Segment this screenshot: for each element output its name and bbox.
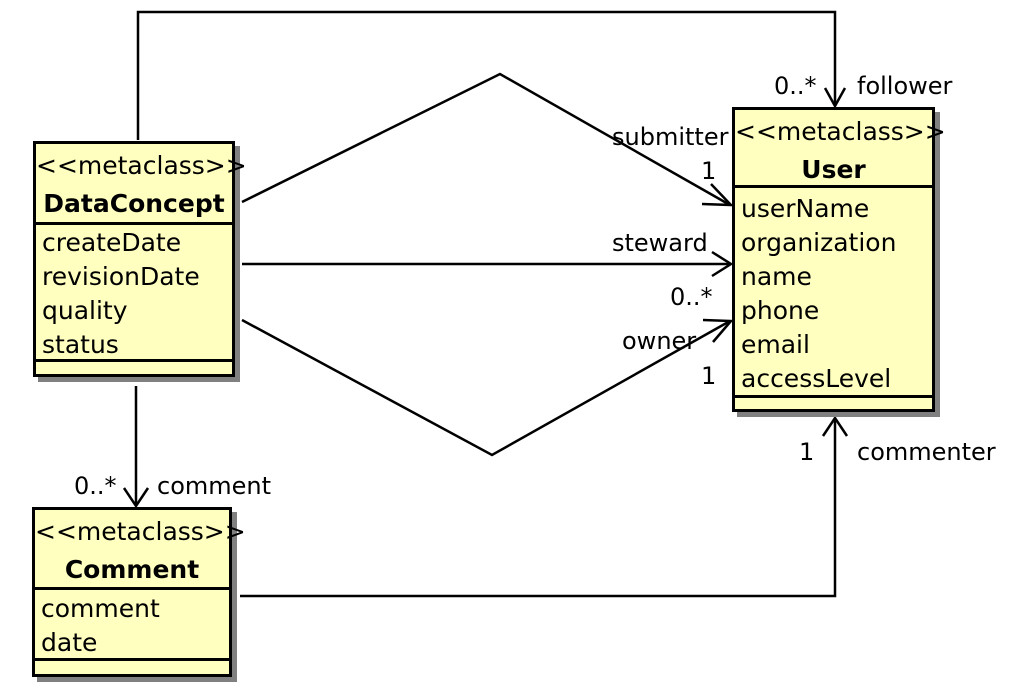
attribute-list: userName organization name phone email a… (741, 192, 932, 396)
multiplicity-follower: 0..* (774, 72, 817, 100)
arrowhead-comment (122, 487, 150, 509)
role-comment: comment (157, 472, 272, 500)
role-owner: owner (622, 327, 697, 355)
class-name: User (801, 155, 866, 184)
role-submitter: submitter (612, 123, 729, 151)
multiplicity-owner-one: 1 (701, 362, 717, 390)
association-commenter-line (240, 418, 837, 598)
attribute: name (741, 262, 812, 291)
arrowhead-follower (823, 87, 847, 109)
association-submitter-line (241, 72, 731, 207)
class-divider (36, 359, 232, 362)
class-name: DataConcept (43, 189, 225, 218)
attribute: date (41, 628, 98, 657)
role-steward: steward (612, 229, 708, 257)
attribute-list: comment date (41, 592, 229, 660)
class-name: Comment (64, 555, 200, 584)
arrowhead-submitter (701, 183, 735, 207)
class-divider (735, 185, 932, 188)
attribute: accessLevel (741, 364, 892, 393)
attribute: comment (41, 594, 160, 623)
arrowhead-steward (711, 250, 734, 278)
attribute: phone (741, 296, 820, 325)
class-stereotype: <<metaclass>> (35, 517, 246, 546)
class-stereotype: <<metaclass>> (36, 151, 247, 180)
attribute: createDate (42, 228, 182, 257)
association-follower-line (136, 10, 837, 140)
attribute: organization (741, 228, 897, 257)
class-divider (735, 395, 932, 398)
arrowhead-owner (702, 318, 734, 343)
class-user: <<metaclass>> User userName organization… (732, 107, 946, 412)
class-divider (35, 658, 229, 661)
multiplicity-comment: 0..* (74, 472, 117, 500)
attribute: quality (42, 296, 128, 325)
multiplicity-submitter: 1 (701, 157, 717, 185)
multiplicity-commenter: 1 (799, 438, 815, 466)
attribute: email (741, 330, 810, 359)
role-commenter: commenter (857, 438, 996, 466)
multiplicity-owner-many: 0..* (670, 283, 713, 311)
class-dataconcept: <<metaclass>> DataConcept createDate rev… (33, 141, 247, 377)
attribute: status (42, 330, 119, 359)
class-divider (36, 222, 232, 225)
class-divider (35, 587, 229, 590)
arrowhead-commenter (821, 415, 849, 437)
association-owner-line (241, 318, 731, 457)
attribute-list: createDate revisionDate quality status (42, 226, 232, 362)
class-comment: <<metaclass>> Comment comment date (32, 507, 246, 677)
role-follower: follower (857, 72, 953, 100)
attribute: userName (741, 194, 870, 223)
attribute: revisionDate (42, 262, 200, 291)
class-stereotype: <<metaclass>> (735, 117, 946, 146)
